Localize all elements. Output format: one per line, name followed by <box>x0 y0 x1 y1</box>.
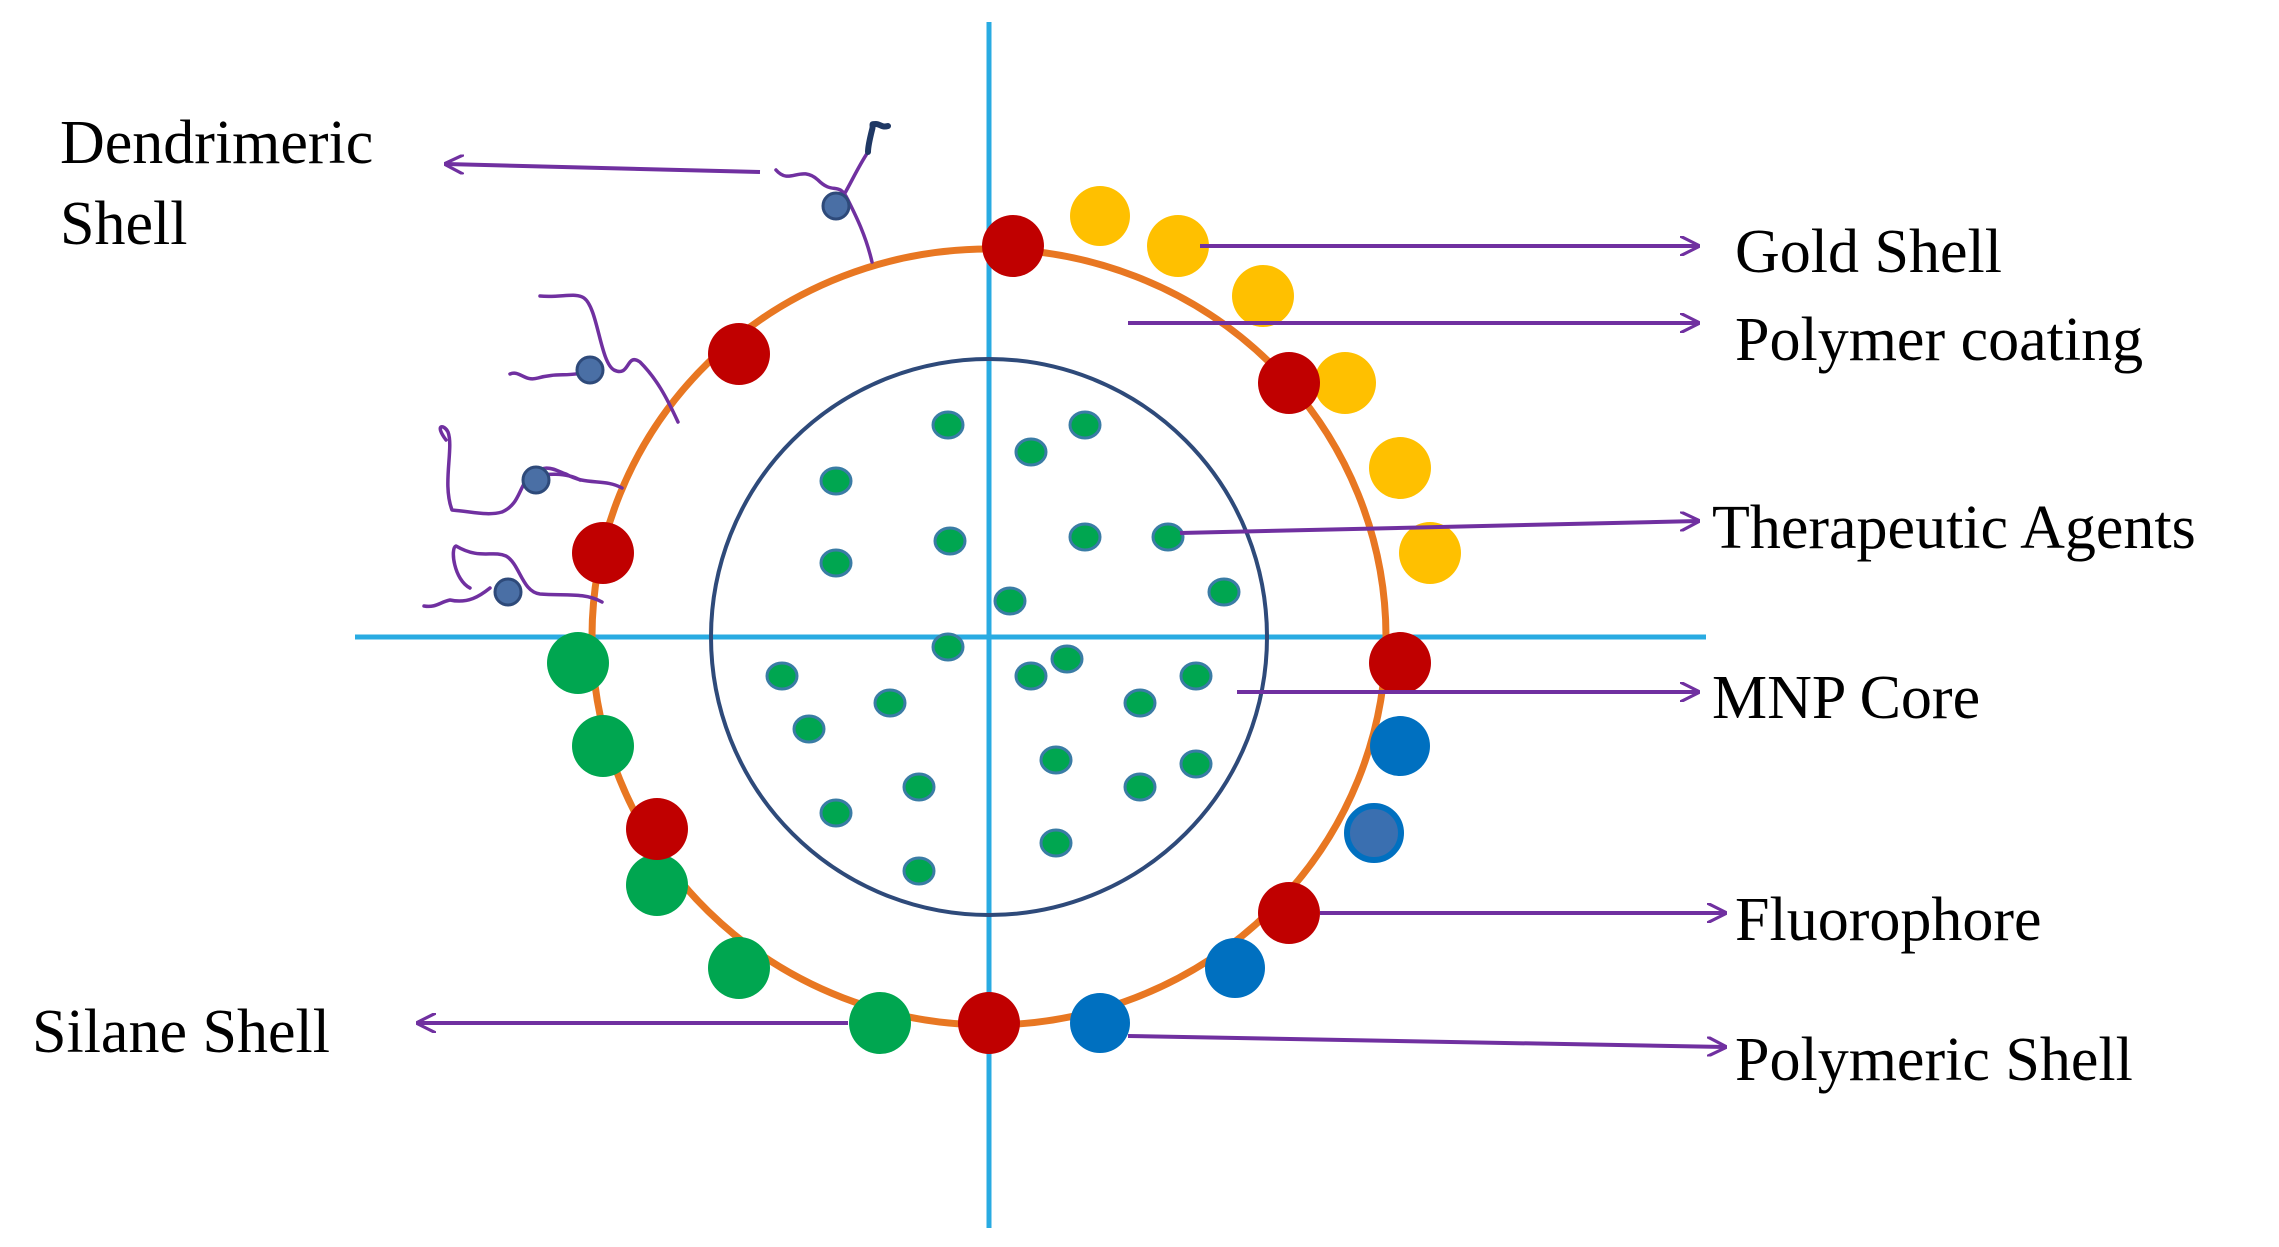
fluorophore-dots <box>572 215 1431 1054</box>
therapeutic-agent-dot <box>1068 522 1102 552</box>
therapeutic-agent-dot <box>1207 577 1241 607</box>
polymer-coating-label: Polymer coating <box>1735 306 2143 374</box>
therapeutic-agent-dot <box>931 632 965 662</box>
therapeutic-agent-dot <box>1123 772 1157 802</box>
dendrimer-chains <box>422 150 874 609</box>
mnp-core-label: MNP Core <box>1712 664 1980 732</box>
therapeutic-agent-dot <box>902 772 936 802</box>
therapeutic-agent-dot <box>1014 661 1048 691</box>
dendrimer-node <box>821 191 851 221</box>
polymeric-shell-dots <box>1070 716 1430 1053</box>
fluorophore-dot <box>1369 632 1431 694</box>
therapeutic-agents-label: Therapeutic Agents <box>1712 494 2196 562</box>
polymeric-dot <box>1370 716 1430 776</box>
polymeric-dot <box>1344 803 1404 863</box>
polymeric-dot <box>1205 938 1265 998</box>
fluorophore-dot <box>1258 882 1320 944</box>
silane-dot <box>708 937 770 999</box>
dendrimeric-shell-label-line1: Dendrimeric <box>60 109 373 177</box>
fluorophore-label: Fluorophore <box>1735 886 2042 954</box>
therapeutic-agent-dot <box>993 586 1027 616</box>
gold-dot <box>1369 437 1431 499</box>
therapeutic-agent-dot <box>873 688 907 718</box>
therapeutic-agent-dot <box>1123 688 1157 718</box>
gold-shell-dots <box>1070 186 1461 584</box>
dendrimer-node <box>521 465 551 495</box>
silane-shell-dots <box>547 632 911 1054</box>
therapeutic-agent-dot <box>819 798 853 828</box>
therapeutic-agents <box>765 410 1241 886</box>
silane-shell-label: Silane Shell <box>32 998 330 1066</box>
gold-dot <box>1232 265 1294 327</box>
polymeric-shell-label: Polymeric Shell <box>1735 1026 2133 1094</box>
dendrimer-nodes <box>493 191 851 607</box>
polymeric-dot <box>1070 993 1130 1053</box>
dendrimer-node <box>575 355 605 385</box>
therapeutic-agent-dot <box>1179 661 1213 691</box>
fluorophore-dot <box>708 323 770 385</box>
therapeutic-agent-dot <box>819 548 853 578</box>
silane-dot <box>572 715 634 777</box>
polymeric-shell-arrow <box>1127 1034 1725 1047</box>
dendrimer-node <box>493 577 523 607</box>
therapeutic-agent-dot <box>1039 745 1073 775</box>
gold-dot <box>1314 352 1376 414</box>
therapeutic-agent-dot <box>819 466 853 496</box>
therapeutic-agent-dot <box>933 526 967 556</box>
fluorophore-dot <box>626 798 688 860</box>
gold-dot <box>1070 186 1130 246</box>
therapeutic-agent-dot <box>1068 410 1102 440</box>
therapeutic-agent-dot <box>931 410 965 440</box>
therapeutic-agent-dot <box>1151 522 1185 552</box>
silane-dot <box>626 854 688 916</box>
dendrimer-tip-icon <box>865 120 891 155</box>
fluorophore-dot <box>1258 352 1320 414</box>
fluorophore-dot <box>958 992 1020 1054</box>
gold-shell-label: Gold Shell <box>1735 218 2002 286</box>
fluorophore-dot <box>982 215 1044 277</box>
therapeutic-agent-dot <box>902 856 936 886</box>
therapeutic-agent-dot <box>792 714 826 744</box>
gold-dot <box>1399 522 1461 584</box>
fluorophore-dot <box>572 522 634 584</box>
dendrimeric-shell-label-line2: Shell <box>60 190 187 258</box>
gold-dot <box>1147 215 1209 277</box>
mnp-core-ring <box>709 357 1269 917</box>
silane-dot <box>547 632 609 694</box>
therapeutic-agent-dot <box>765 661 799 691</box>
dendrimeric-shell-arrow <box>446 164 761 172</box>
therapeutic-agent-dot <box>1179 749 1213 779</box>
therapeutic-agent-dot <box>1050 644 1084 674</box>
therapeutic-agent-dot <box>1039 828 1073 858</box>
silane-dot <box>849 992 911 1054</box>
therapeutic-agents-arrow <box>1179 521 1698 535</box>
annotation-arrows <box>418 164 1725 1047</box>
therapeutic-agent-dot <box>1014 437 1048 467</box>
